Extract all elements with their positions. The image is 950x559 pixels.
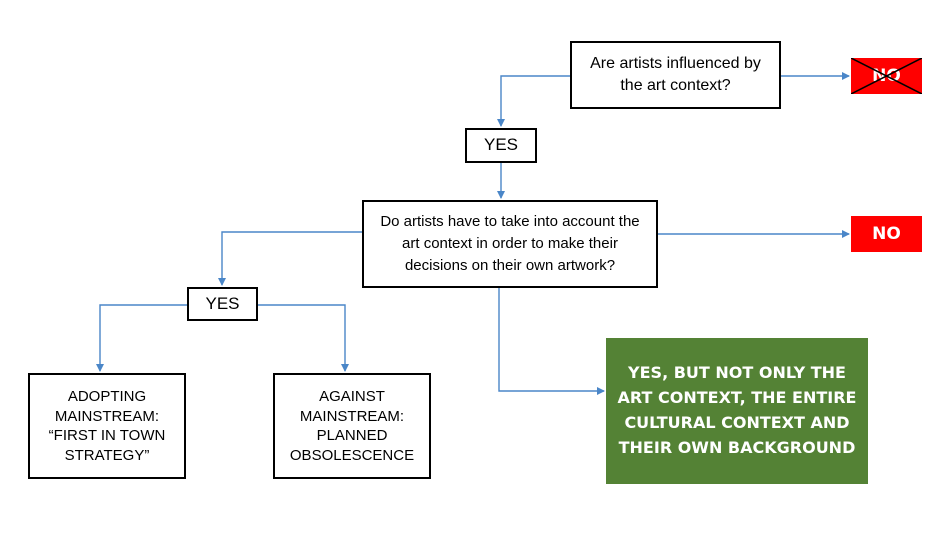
question-account-line1: Do artists have to take into account the [380,213,640,231]
yes-account-box: YES [187,287,258,321]
against-line2: MAINSTREAM: [299,407,405,425]
adopting-line3: “FIRST IN TOWN [48,427,166,444]
against-line4: OBSOLESCENCE [289,446,415,464]
question-influenced-line1: Are artists influenced by [590,55,761,73]
question-account-line3: decisions on their own artwork? [404,256,616,274]
yes-influenced-box: YES [465,128,537,163]
answer-line4: THEIR OWN BACKGROUND [618,437,856,457]
answer-line1: YES, BUT NOT ONLY THE ART [617,363,846,408]
question-take-into-account-box: Do artists have to take into account the… [362,200,658,288]
connector-q1-to-yes [497,75,570,127]
answer-line2: CONTEXT, THE ENTIRE [658,388,857,408]
yes-but-cultural-context-box: YES, BUT NOT ONLY THE ART CONTEXT, THE E… [606,338,868,484]
connector-yes-to-adopting [96,304,187,372]
yes-account-label: YES [205,293,240,313]
no-answer-crossed-box: NO [851,58,922,94]
cross-out-icon [851,58,922,94]
answer-line3: CULTURAL CONTEXT AND [624,413,850,432]
connector-q2-to-answer [498,288,605,395]
adopting-line4: STRATEGY” [64,446,150,464]
connector-q2-to-yes [218,231,362,286]
against-mainstream-box: AGAINST MAINSTREAM: PLANNED OBSOLESCENCE [273,373,431,479]
against-line3: PLANNED [316,427,388,444]
question-influenced-box: Are artists influenced by the art contex… [570,41,781,109]
no-answer-label: NO [872,224,901,244]
yes-influenced-label: YES [483,135,519,155]
question-account-line2: art context in order to make their [402,235,618,253]
question-influenced-line2: the art context? [620,77,731,94]
against-line1: AGAINST [319,388,385,405]
adopting-mainstream-box: ADOPTING MAINSTREAM: “FIRST IN TOWN STRA… [28,373,186,479]
no-answer-box: NO [851,216,922,252]
adopting-line1: ADOPTING [67,388,147,405]
adopting-line2: MAINSTREAM: [54,407,160,425]
connector-yes-to-against [258,304,349,372]
